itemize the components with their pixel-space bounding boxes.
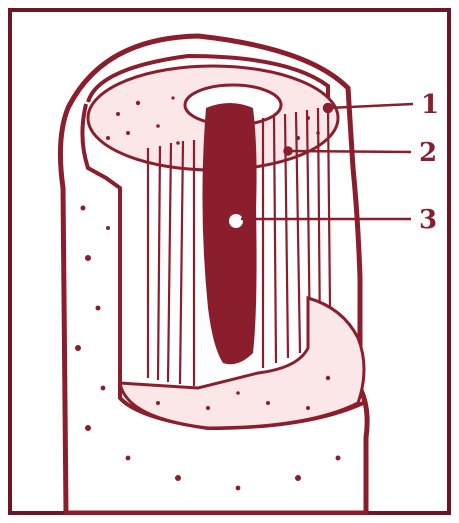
bone-cross-section-diagram (8, 8, 451, 515)
leader-line-2 (288, 151, 411, 152)
marrow-canal (202, 103, 256, 364)
label-3: 3 (419, 207, 437, 233)
diagram-frame (8, 8, 451, 515)
label-1: 1 (421, 92, 439, 118)
leader-line-1 (328, 104, 413, 108)
label-2: 2 (419, 140, 437, 166)
marrow-spot (229, 214, 243, 228)
